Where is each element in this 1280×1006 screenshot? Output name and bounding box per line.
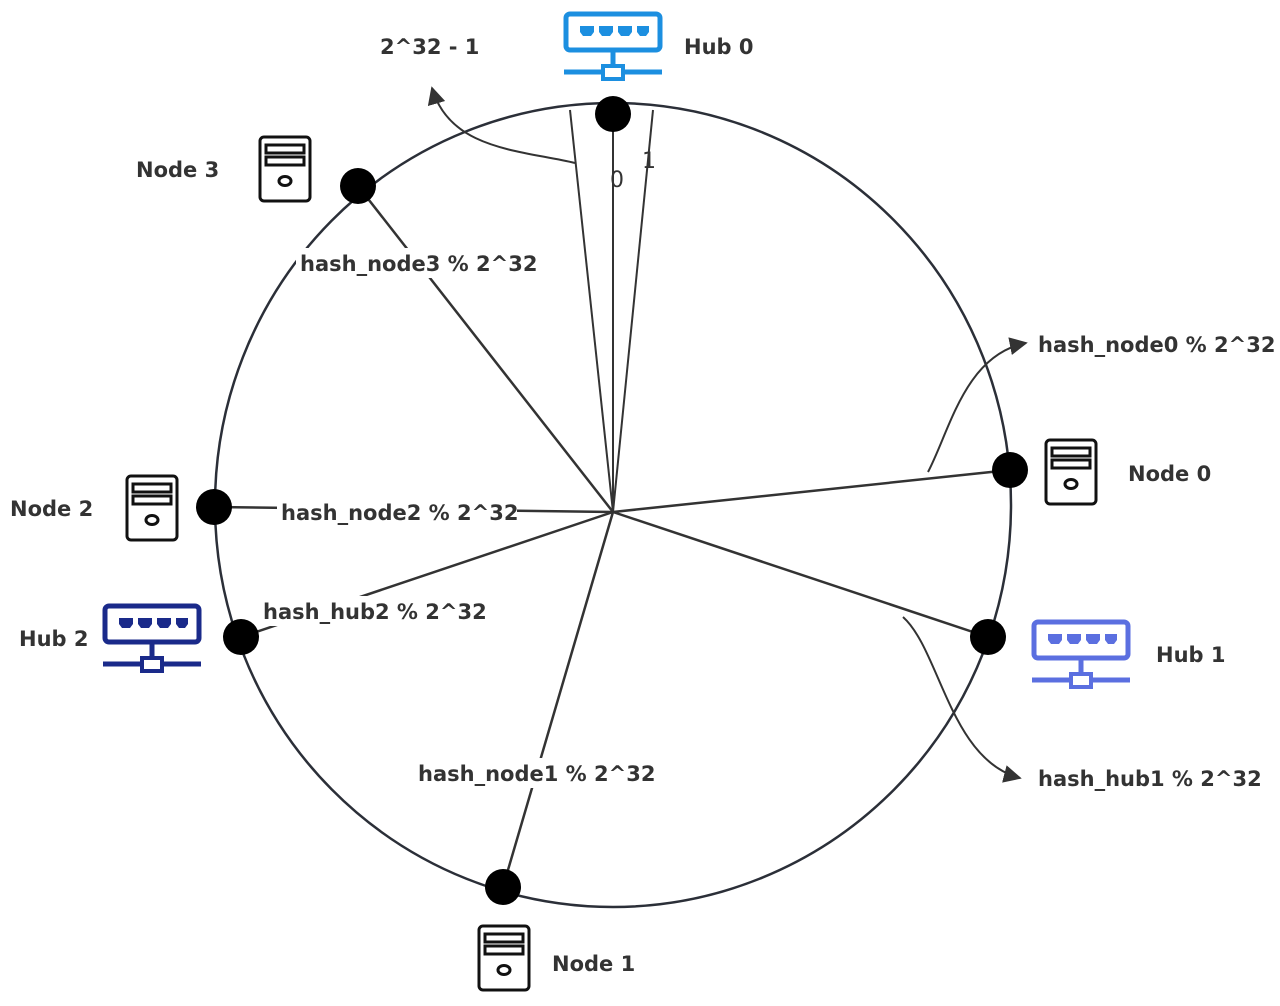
dot-node2 — [196, 489, 232, 525]
server-icon — [1044, 438, 1098, 506]
server-icon — [258, 135, 312, 203]
spoke-node3 — [357, 185, 614, 513]
spoke-node0 — [612, 468, 1011, 514]
dot-hub1 — [970, 619, 1006, 655]
spoke-max-value — [569, 109, 614, 513]
hash-label-hub1: hash_hub1 % 2^32 — [1038, 767, 1262, 791]
spoke-one — [612, 109, 654, 513]
dot-node3 — [340, 168, 376, 204]
hub1-label: Hub 1 — [1156, 643, 1225, 667]
spoke-hub1 — [612, 510, 989, 639]
dot-hub0 — [595, 96, 631, 132]
max-value-arrow — [427, 86, 576, 164]
server-icon — [125, 474, 179, 542]
ring-one-label: 1 — [642, 149, 656, 174]
hub1-hash-arrow — [902, 616, 1022, 783]
hub0-label: Hub 0 — [684, 35, 753, 59]
network-hub-icon — [1031, 619, 1131, 689]
node0-hash-arrow — [927, 337, 1028, 473]
hash-label-hub2: hash_hub2 % 2^32 — [263, 600, 487, 624]
hub2-label: Hub 2 — [19, 627, 88, 651]
ring-zero-label: 0 — [610, 168, 624, 193]
ring-position-dots — [196, 96, 1028, 905]
hash-label-node0: hash_node0 % 2^32 — [1038, 333, 1275, 357]
spoke-node1 — [501, 511, 615, 888]
node2-label: Node 2 — [10, 497, 93, 521]
dot-node0 — [992, 452, 1028, 488]
node3-label: Node 3 — [136, 158, 219, 182]
hash-label-node1: hash_node1 % 2^32 — [418, 762, 655, 786]
node0-label: Node 0 — [1128, 462, 1211, 486]
network-hub-icon — [563, 11, 663, 81]
ring-max-label: 2^32 - 1 — [380, 35, 479, 59]
hash-label-node2: hash_node2 % 2^32 — [281, 501, 518, 525]
dot-node1 — [485, 869, 521, 905]
node1-label: Node 1 — [552, 952, 635, 976]
hash-label-node3: hash_node3 % 2^32 — [300, 252, 537, 276]
dot-hub2 — [223, 619, 259, 655]
server-icon — [477, 924, 531, 992]
network-hub-icon — [102, 603, 202, 673]
